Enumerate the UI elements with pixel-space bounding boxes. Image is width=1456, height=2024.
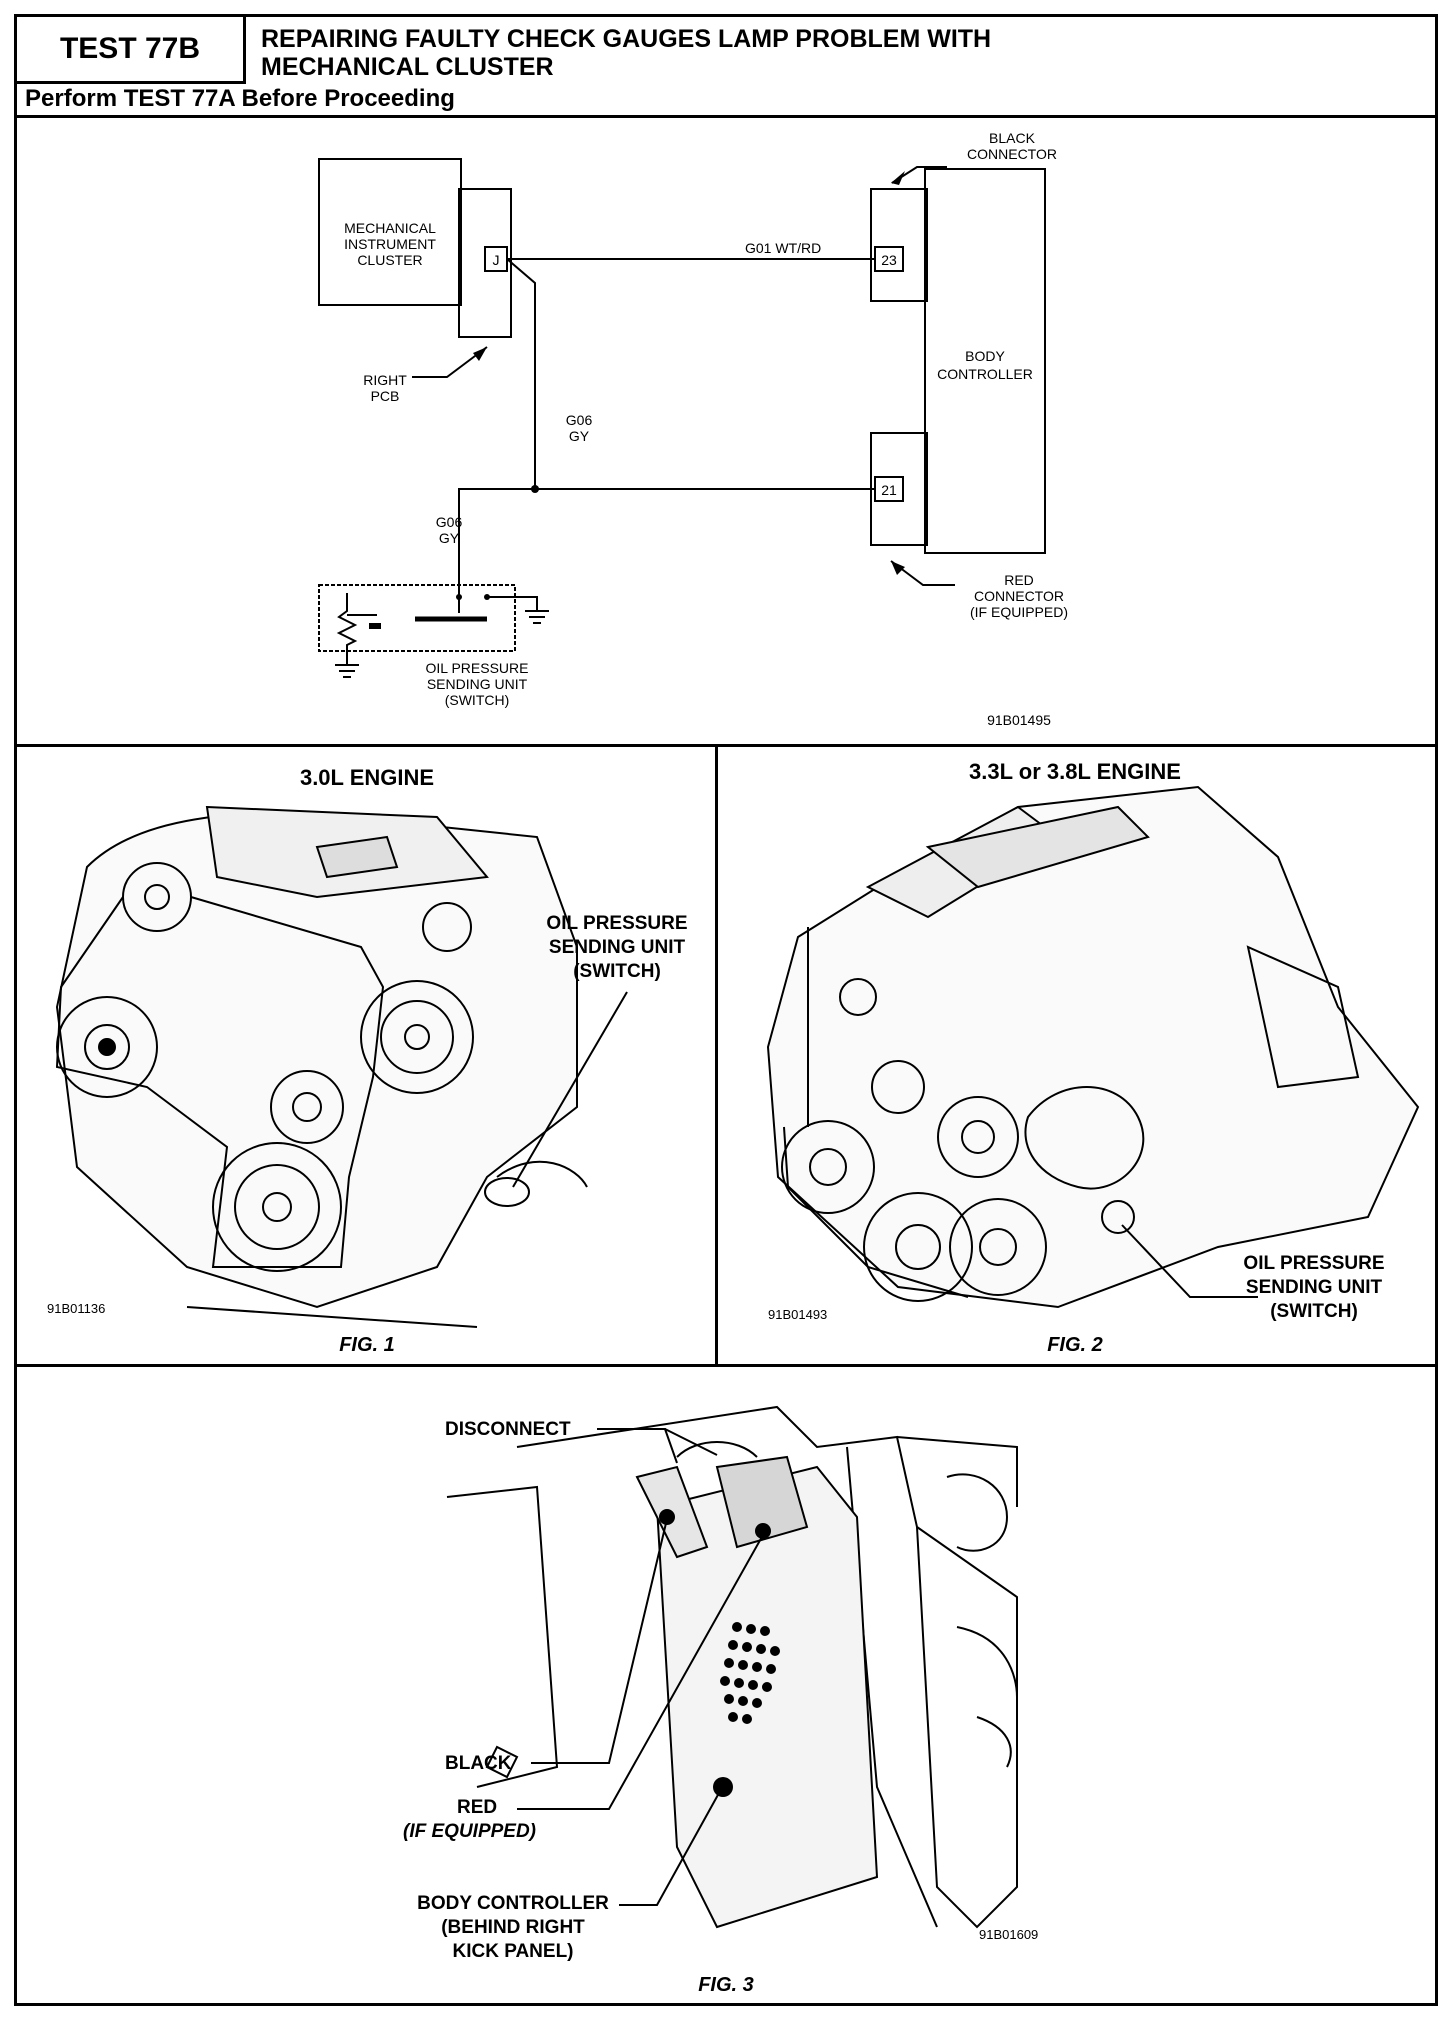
ground-symbol-left bbox=[335, 664, 359, 678]
splice-dot bbox=[531, 485, 539, 493]
fig1-callout-leader bbox=[512, 991, 628, 1188]
wiring-schematic: MECHANICAL INSTRUMENT CLUSTER J 23 21 BO… bbox=[318, 130, 1068, 728]
fig1-caption: FIG. 1 bbox=[339, 1334, 395, 1356]
fig1-ref: 91B01136 bbox=[47, 1301, 105, 1316]
red-connector-box bbox=[870, 432, 928, 546]
fig2-callout-1: OIL PRESSURE bbox=[1243, 1253, 1384, 1274]
fig3-body-label-2: (BEHIND RIGHT bbox=[441, 1917, 585, 1938]
cluster-label-1: MECHANICAL bbox=[344, 220, 436, 236]
red-connector-label-1: RED bbox=[1004, 572, 1034, 588]
engine-3-3l-drawing bbox=[766, 785, 1420, 1309]
pin-23-label: 23 bbox=[881, 252, 897, 268]
fig1-callout-2: SENDING UNIT bbox=[549, 937, 686, 958]
black-connector-label-1: BLACK bbox=[989, 130, 1036, 146]
pin-j-label: J bbox=[493, 252, 500, 268]
procedure-page: TEST 77B REPAIRING FAULTY CHECK GAUGES L… bbox=[14, 14, 1438, 2006]
body-controller-label-1: BODY bbox=[965, 348, 1005, 364]
wiring-schematic-panel: MECHANICAL INSTRUMENT CLUSTER J 23 21 BO… bbox=[17, 115, 1435, 747]
page-header: TEST 77B REPAIRING FAULTY CHECK GAUGES L… bbox=[17, 17, 1435, 118]
fig2-caption: FIG. 2 bbox=[1047, 1334, 1103, 1356]
fig3-black-label: BLACK bbox=[445, 1753, 512, 1774]
test-id: TEST 77B bbox=[17, 17, 246, 84]
fig1-callout-3: (SWITCH) bbox=[573, 961, 661, 982]
fig1-callout-1: OIL PRESSURE bbox=[546, 913, 687, 934]
cluster-label-3: CLUSTER bbox=[357, 252, 422, 268]
wire-g06-low-label-1: G06 bbox=[436, 514, 463, 530]
oil-pressure-sender-fig1 bbox=[484, 1177, 530, 1207]
fig2-heading: 3.3L or 3.8L ENGINE bbox=[969, 759, 1181, 784]
fig1-heading: 3.0L ENGINE bbox=[300, 765, 434, 790]
wire-g06-label-1: G06 bbox=[566, 412, 593, 428]
red-connector-label-2: CONNECTOR bbox=[974, 588, 1064, 604]
wire-g06-main bbox=[506, 258, 875, 490]
pin-21-label: 21 bbox=[881, 482, 897, 498]
ground-symbol-right bbox=[525, 610, 549, 624]
sender-label-1: OIL PRESSURE bbox=[426, 660, 529, 676]
sender-block bbox=[369, 623, 381, 629]
sender-ground-lead bbox=[487, 596, 538, 611]
right-pcb-label-1: RIGHT bbox=[363, 372, 407, 388]
fig1-illustration: 3.0L ENGINE bbox=[47, 765, 688, 1356]
fig2-panel: 3.3L or 3.8L ENGINE bbox=[718, 747, 1435, 1367]
body-controller-label-2: CONTROLLER bbox=[937, 366, 1033, 382]
title-line-2: MECHANICAL CLUSTER bbox=[261, 53, 554, 81]
title-line-1: REPAIRING FAULTY CHECK GAUGES LAMP PROBL… bbox=[261, 25, 992, 53]
fig2-callout-leader bbox=[1121, 1224, 1258, 1298]
red-connector-label-3: (IF EQUIPPED) bbox=[970, 604, 1068, 620]
wire-g06-sender bbox=[458, 488, 535, 597]
wire-g06-label-2: GY bbox=[569, 428, 590, 444]
wire-g06-low-label-2: GY bbox=[439, 530, 460, 546]
fig3-red-label: RED bbox=[457, 1797, 497, 1818]
sender-resistor bbox=[336, 593, 358, 665]
fig3-body-label-1: BODY CONTROLLER bbox=[417, 1893, 609, 1914]
red-connector-arrowhead bbox=[891, 561, 905, 575]
black-connector-label-2: CONNECTOR bbox=[967, 146, 1057, 162]
wire-g01-label: G01 WT/RD bbox=[745, 240, 821, 256]
body-controller-module bbox=[655, 1465, 879, 1929]
body-controller-drawing bbox=[446, 1405, 1018, 1929]
fig3-ref: 91B01609 bbox=[979, 1927, 1038, 1942]
sender-label-3: (SWITCH) bbox=[445, 692, 510, 708]
vent-holes bbox=[659, 1509, 780, 1797]
fig2-callout-2: SENDING UNIT bbox=[1246, 1277, 1383, 1298]
fig1-panel: 3.0L ENGINE bbox=[17, 747, 718, 1367]
fig3-leaders bbox=[517, 1428, 764, 1906]
sender-node-2 bbox=[484, 594, 490, 600]
red-connector-leader bbox=[890, 560, 955, 586]
schematic-ref: 91B01495 bbox=[987, 712, 1051, 728]
fig2-illustration: 3.3L or 3.8L ENGINE bbox=[766, 759, 1420, 1356]
fig3-illustration: DISCONNECT BLACK RED (IF EQUIPPED) BODY … bbox=[403, 1405, 1038, 1996]
oil-pressure-sender-fig2 bbox=[1101, 1200, 1135, 1234]
cluster-label-2: INSTRUMENT bbox=[344, 236, 436, 252]
engine-3-0l-drawing bbox=[55, 805, 588, 1328]
right-pcb-leader bbox=[412, 346, 488, 378]
page-subtitle: Perform TEST 77A Before Proceeding bbox=[25, 85, 455, 112]
sender-label-2: SENDING UNIT bbox=[427, 676, 528, 692]
black-connector-arrowhead bbox=[891, 171, 905, 185]
right-pcb-arrowhead bbox=[473, 347, 487, 361]
fig3-red-note: (IF EQUIPPED) bbox=[403, 1821, 536, 1842]
fig3-panel: DISCONNECT BLACK RED (IF EQUIPPED) BODY … bbox=[17, 1367, 1435, 2003]
black-connector-box bbox=[870, 188, 928, 302]
sender-node bbox=[456, 594, 462, 600]
fig2-ref: 91B01493 bbox=[768, 1307, 827, 1322]
page-title: REPAIRING FAULTY CHECK GAUGES LAMP PROBL… bbox=[261, 25, 1361, 81]
red-connector-plug bbox=[715, 1455, 809, 1549]
body-controller-box bbox=[924, 168, 1046, 554]
fig3-caption: FIG. 3 bbox=[698, 1974, 754, 1996]
right-pcb-label-2: PCB bbox=[371, 388, 400, 404]
fig3-body-label-3: KICK PANEL) bbox=[452, 1941, 573, 1962]
cluster-box bbox=[318, 158, 462, 306]
fig3-disconnect-label: DISCONNECT bbox=[445, 1419, 571, 1440]
fig2-callout-3: (SWITCH) bbox=[1270, 1301, 1358, 1322]
sender-box bbox=[318, 584, 516, 652]
